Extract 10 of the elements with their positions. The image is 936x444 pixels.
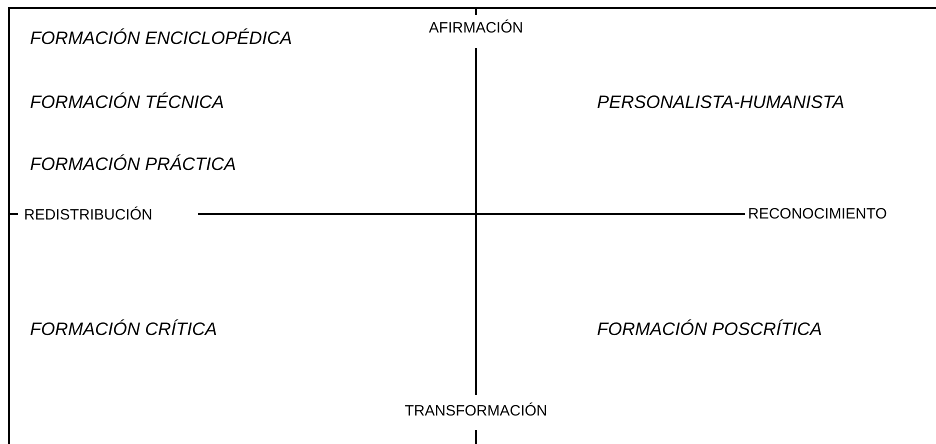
- axis-label: REDISTRIBUCIÓN: [24, 208, 152, 222]
- quadrant-label: FORMACIÓN CRÍTICA: [30, 320, 217, 338]
- axis-label: RECONOCIMIENTO: [748, 206, 887, 222]
- quadrant-label: FORMACIÓN POSCRÍTICA: [597, 320, 822, 338]
- axis-label: AFIRMACIÓN: [428, 20, 524, 36]
- quadrant-label: FORMACIÓN ENCICLOPÉDICA: [30, 29, 292, 47]
- quadrant-label: FORMACIÓN PRÁCTICA: [30, 155, 236, 173]
- axis-label: TRANSFORMACIÓN: [404, 404, 548, 418]
- quadrant-label: FORMACIÓN TÉCNICA: [30, 93, 224, 111]
- quadrant-label: PERSONALISTA-HUMANISTA: [597, 93, 844, 111]
